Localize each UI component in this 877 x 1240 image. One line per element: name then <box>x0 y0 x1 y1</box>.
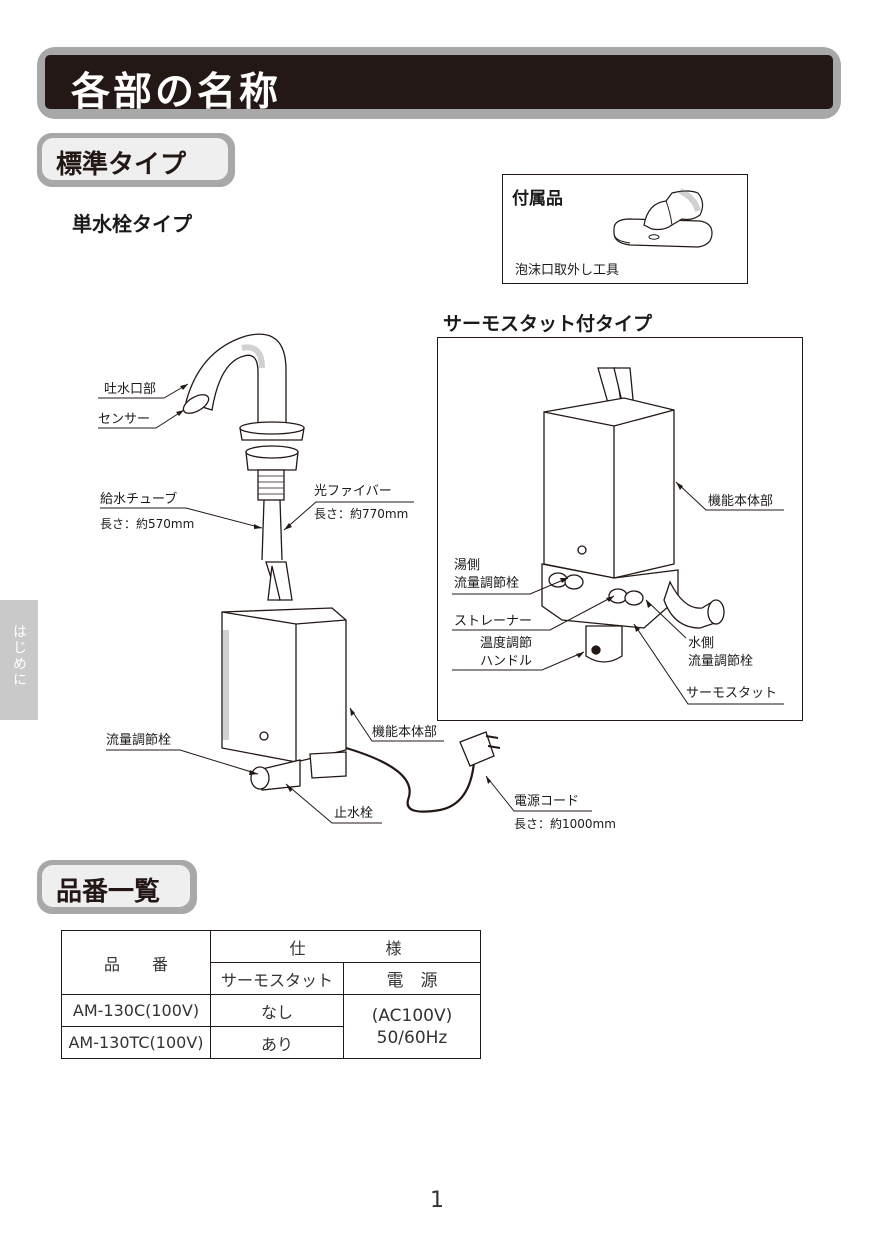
title-banner: 各部の名称 <box>37 47 841 119</box>
thermo-label-strainer: ストレーナー <box>454 614 533 629</box>
label-optical-fiber-length: 長さ：約770mm <box>314 507 409 521</box>
label-optical-fiber: 光ファイバー <box>314 484 392 499</box>
thermostat-type-heading: サーモスタット付タイプ <box>443 313 653 335</box>
thermo-label-cold-flow-valve: 流量調節栓 <box>688 654 754 669</box>
table-header-spec: 仕 様 <box>210 930 481 963</box>
page-title: 各部の名称 <box>71 70 282 115</box>
thermo-label-thermostat: サーモスタット <box>686 686 778 701</box>
page-number: 1 <box>430 1188 444 1213</box>
label-supply-tube: 給水チューブ <box>100 492 178 507</box>
thermostat-panel: 機能本体部 湯側 流量調節栓 ストレーナー 温度調節 ハンドル 水側 流量調節栓… <box>437 337 803 721</box>
label-spout: 吐水口部 <box>104 382 157 397</box>
table-power-frequency: 50/60Hz <box>376 1027 448 1048</box>
thermostat-diagram <box>452 367 784 705</box>
table-header-power: 電 源 <box>343 962 481 995</box>
table-cell-model: AM-130C(100V) <box>61 994 211 1027</box>
label-sensor: センサー <box>98 412 151 427</box>
side-tab-label: はじめに <box>11 624 27 688</box>
label-flow-valve: 流量調節栓 <box>106 733 172 748</box>
thermo-label-cold-side: 水側 <box>688 636 715 651</box>
table-cell-power: (AC100V) 50/60Hz <box>343 994 481 1059</box>
table-row: AM-130TC(100V) あり <box>61 1026 481 1059</box>
accessory-caption: 泡沫口取外し工具 <box>515 263 620 278</box>
accessory-box: 付属品 泡沫口取外し工具 <box>502 174 748 284</box>
accessory-title: 付属品 <box>512 189 563 209</box>
table-cell-model: AM-130TC(100V) <box>61 1026 211 1059</box>
label-stop-valve: 止水栓 <box>334 806 374 821</box>
thermo-label-hot-flow-valve: 流量調節栓 <box>454 576 520 591</box>
label-supply-tube-length: 長さ：約570mm <box>100 517 195 531</box>
thermo-label-hot-side: 湯側 <box>454 558 481 573</box>
table-header-thermostat: サーモスタット <box>210 962 344 995</box>
table-power-voltage: (AC100V) <box>371 1005 453 1026</box>
title-banner-inner: 各部の名称 <box>45 55 833 115</box>
section-standard-label: 標準タイプ <box>56 150 187 180</box>
label-main-unit: 機能本体部 <box>372 725 438 740</box>
section-header-standard: 標準タイプ <box>37 133 235 187</box>
thermo-label-temp-adjust: 温度調節 <box>480 636 533 651</box>
table-cell-thermostat: なし <box>210 994 344 1027</box>
faucet-diagram <box>98 333 592 824</box>
label-power-cord: 電源コード <box>514 794 580 809</box>
table-header-model: 品 番 <box>61 930 211 995</box>
table-row: AM-130C(100V) なし (AC100V) 50/60Hz <box>61 994 481 1059</box>
section-header-models: 品番一覧 <box>37 860 197 914</box>
section-models-label: 品番一覧 <box>56 877 161 907</box>
subheading-single-faucet: 単水栓タイプ <box>72 212 192 236</box>
table-cell-thermostat: あり <box>210 1026 344 1059</box>
thermo-label-main-unit: 機能本体部 <box>708 494 774 509</box>
thermo-label-handle: ハンドル <box>480 654 533 669</box>
side-tab-introduction: はじめに <box>0 600 38 720</box>
aerator-tool-icon <box>613 188 713 248</box>
label-power-cord-length: 長さ：約1000mm <box>514 817 616 831</box>
model-table: 品 番 仕 様 サーモスタット 電 源 AM-130C(100V) なし (AC… <box>61 930 481 1059</box>
